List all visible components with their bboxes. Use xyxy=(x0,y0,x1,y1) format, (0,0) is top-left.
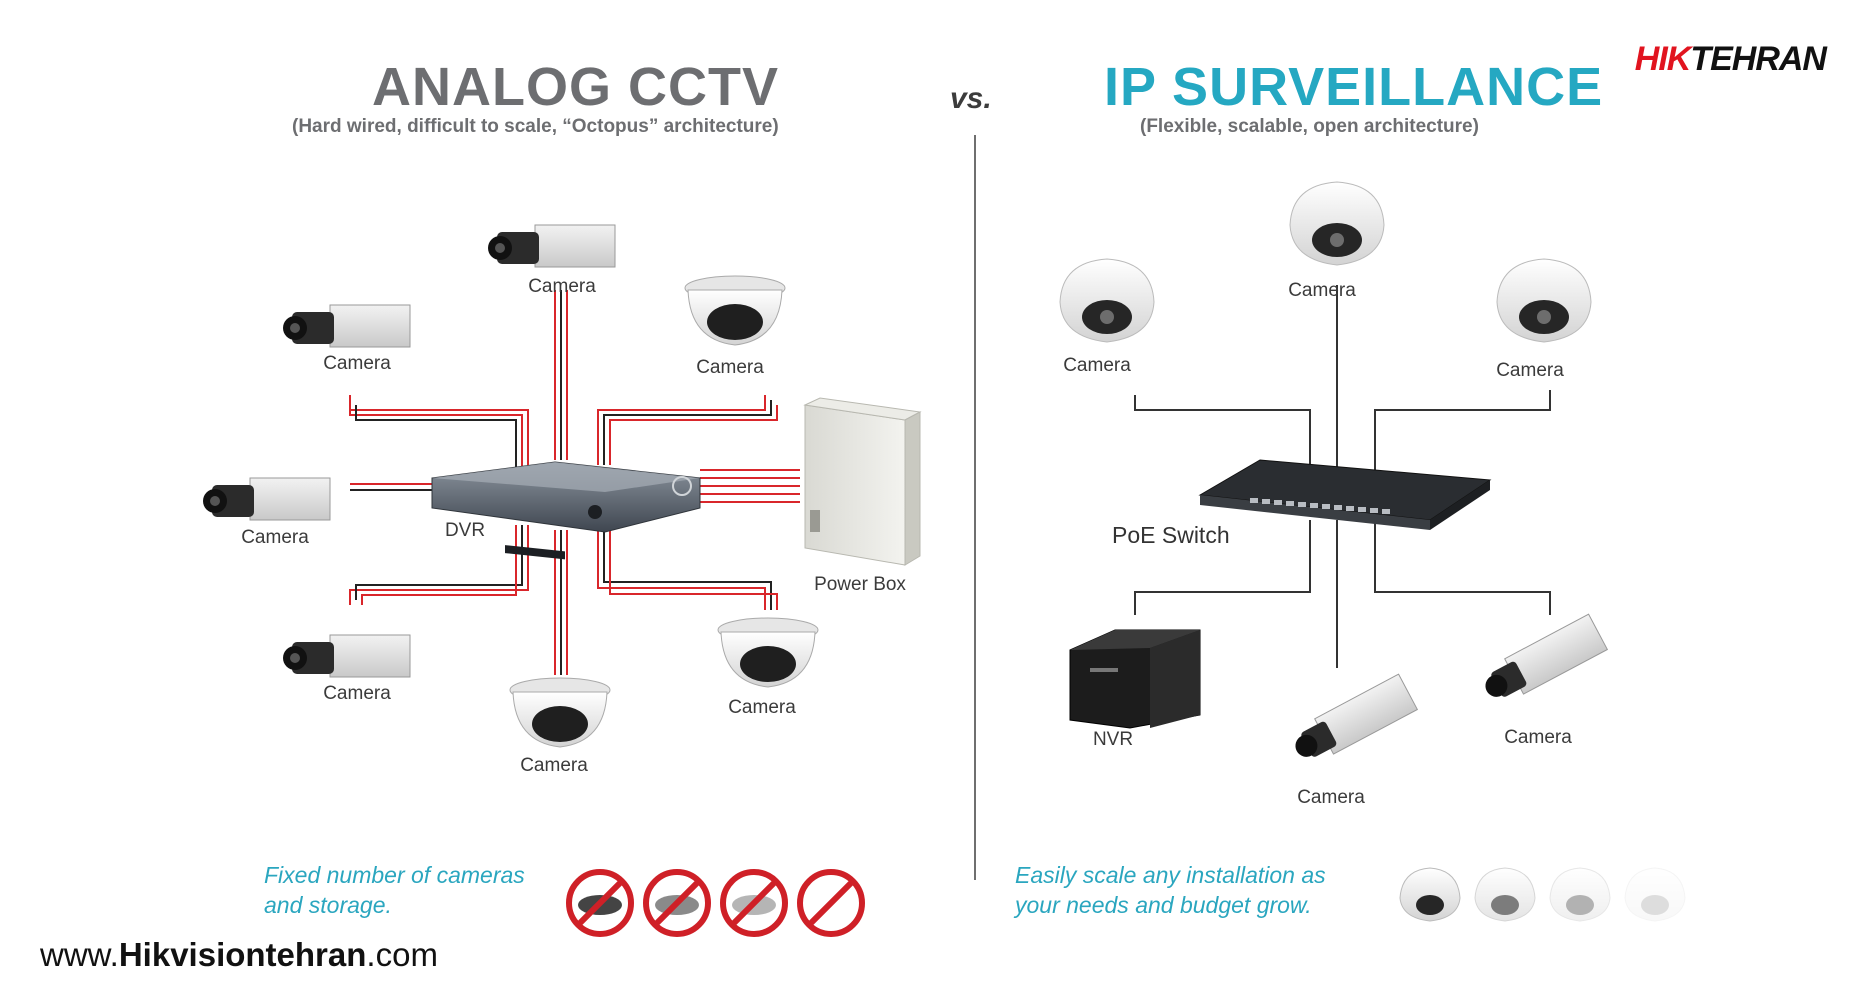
analog-title: ANALOG CCTV xyxy=(372,57,779,117)
crossed-camera-icon xyxy=(566,869,634,937)
ip-box-camera-icon xyxy=(1295,673,1419,757)
box-camera-icon xyxy=(283,304,411,348)
url-domain: Hikvisiontehran xyxy=(118,936,367,973)
crossed-camera-icon xyxy=(720,869,788,937)
ip-dome-camera-icon xyxy=(1289,181,1385,266)
analog-note-line1: Fixed number of cameras xyxy=(264,862,525,888)
ip-wiring xyxy=(1134,285,1551,668)
fading-dome-icon xyxy=(1474,867,1536,922)
nvr-label: NVR xyxy=(1092,729,1134,750)
box-camera-icon xyxy=(283,634,411,678)
ip-note-line1: Easily scale any installation as xyxy=(1015,862,1326,888)
dome-camera-icon xyxy=(509,677,611,748)
box-camera-icon xyxy=(488,224,616,268)
url-prefix: www. xyxy=(40,936,119,973)
box-camera-icon xyxy=(203,477,331,521)
poe-switch-label: PoE Switch xyxy=(1112,522,1230,548)
power-box-icon xyxy=(803,397,922,566)
camera-label: Camera xyxy=(1063,355,1131,376)
dome-camera-icon xyxy=(717,617,819,688)
camera-label: Camera xyxy=(1288,280,1356,301)
camera-label: Camera xyxy=(241,527,309,548)
ip-title: IP SURVEILLANCE xyxy=(1104,57,1604,117)
camera-label: Camera xyxy=(1297,787,1365,808)
analog-wiring xyxy=(349,290,800,675)
camera-label: Camera xyxy=(728,697,796,718)
url-suffix: .com xyxy=(366,936,438,973)
crossed-camera-icon xyxy=(643,869,711,937)
dome-camera-icon xyxy=(684,275,786,346)
brand-logo: HIKTEHRAN xyxy=(1634,40,1827,79)
dvr-label: DVR xyxy=(444,520,486,541)
camera-label: Camera xyxy=(323,683,391,704)
brand-part2: TEHRAN xyxy=(1690,40,1827,78)
ip-box-camera-icon xyxy=(1485,613,1609,697)
dvr-icon xyxy=(431,461,701,560)
camera-label: Camera xyxy=(528,276,596,297)
camera-label: Camera xyxy=(1504,727,1572,748)
camera-label: Camera xyxy=(323,353,391,374)
ip-subtitle: (Flexible, scalable, open architecture) xyxy=(1140,116,1479,137)
analog-note-line2: and storage. xyxy=(264,892,392,918)
ip-note-line2: your needs and budget grow. xyxy=(1015,892,1312,918)
nvr-icon xyxy=(1069,629,1201,729)
vs-label: vs. xyxy=(950,82,992,115)
fading-dome-icon xyxy=(1624,867,1686,922)
fading-dome-icon xyxy=(1399,867,1461,922)
power-box-label: Power Box xyxy=(814,574,906,595)
ip-dome-camera-icon xyxy=(1059,258,1155,343)
camera-label: Camera xyxy=(696,357,764,378)
brand-part1: HIK xyxy=(1634,40,1692,78)
website-url[interactable]: www.Hikvisiontehran.com xyxy=(40,936,438,974)
ip-note: Easily scale any installation as your ne… xyxy=(1015,860,1326,920)
analog-note: Fixed number of cameras and storage. xyxy=(264,860,525,920)
poe-switch-icon xyxy=(1198,459,1492,530)
camera-label: Camera xyxy=(520,755,588,776)
analog-subtitle: (Hard wired, difficult to scale, “Octopu… xyxy=(292,116,779,137)
fading-dome-icon xyxy=(1549,867,1611,922)
camera-label: Camera xyxy=(1496,360,1564,381)
crossed-camera-icon xyxy=(797,869,865,937)
ip-dome-camera-icon xyxy=(1496,258,1592,343)
